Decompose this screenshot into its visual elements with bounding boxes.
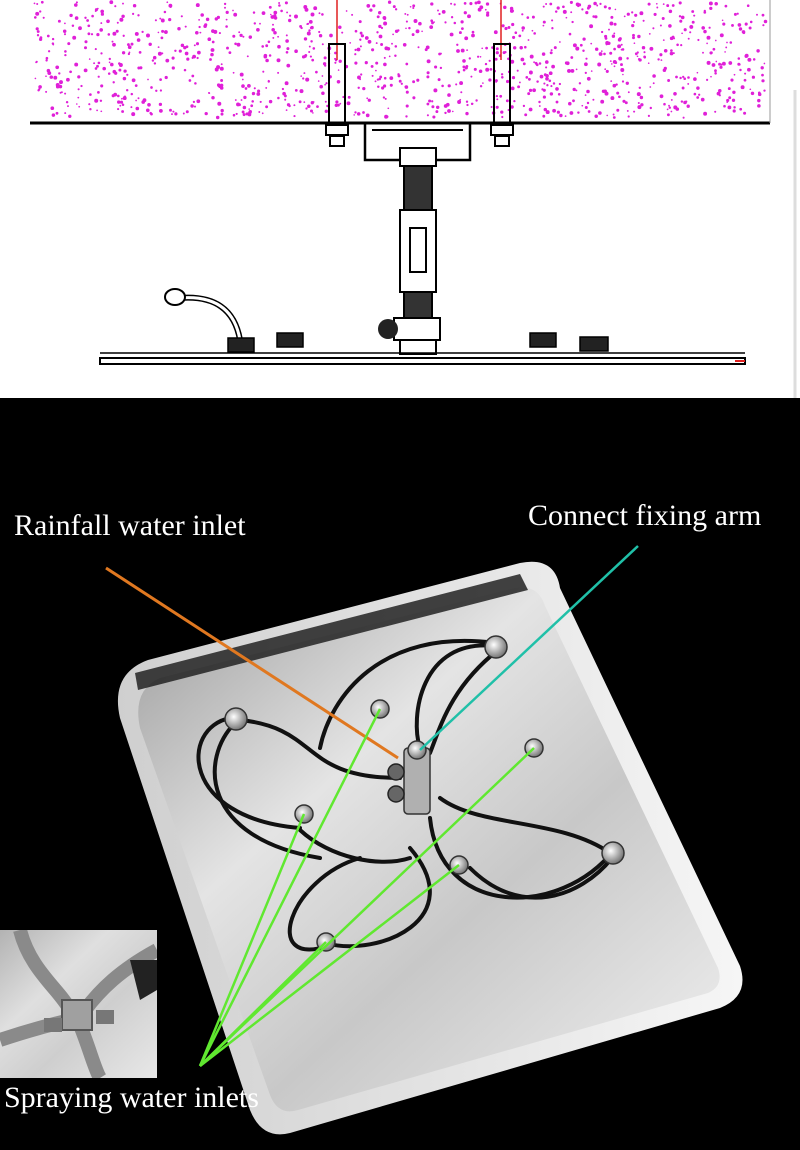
spray-inlet-fittings: [224, 635, 625, 952]
shower-plate-side: [99, 352, 746, 365]
spraying-water-inlets-label: Spraying water inlets: [4, 1081, 259, 1114]
connect-fixing-arm-label: Connect fixing arm: [528, 499, 762, 532]
internal-hoses: [196, 639, 616, 952]
ceiling-dots: [33, 0, 768, 120]
anchor-bracket-left: [325, 43, 349, 147]
rainfall-water-inlet-label: Rainfall water inlet: [14, 509, 246, 542]
ceiling-area: [32, 0, 768, 122]
product-photo-annotated: Rainfall water inlet Connect fixing arm …: [0, 398, 800, 1150]
anchor-bracket-right: [490, 43, 514, 147]
installation-drawing: [0, 0, 800, 398]
side-nozzle: [378, 319, 398, 339]
rainfall-pointer-line: [105, 566, 399, 760]
valve-closeup-photo: [0, 930, 157, 1078]
plate-fittings: [227, 332, 609, 353]
fixing-arm-pointer-line: [419, 545, 639, 751]
central-connector: [387, 740, 431, 815]
spray-pointer-lines: [198, 708, 535, 1067]
fixing-arm: [393, 147, 441, 355]
